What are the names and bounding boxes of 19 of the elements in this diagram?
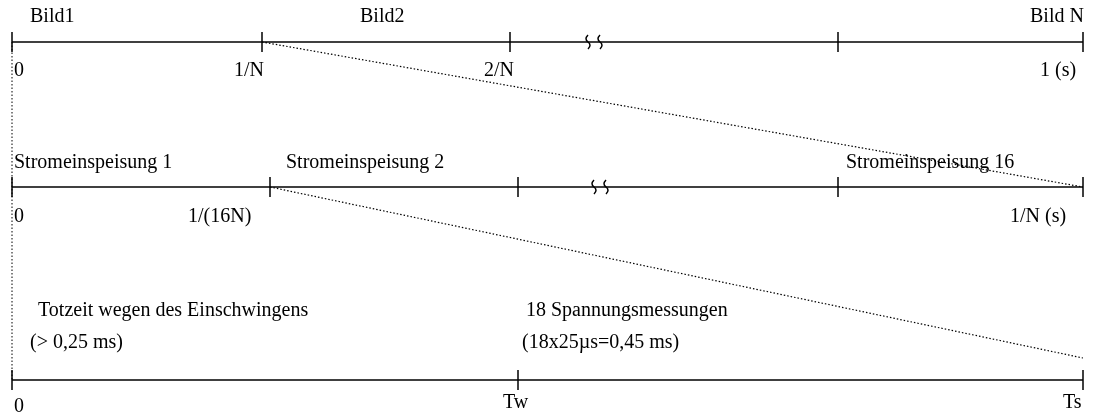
phase-label: Totzeit wegen des Einschwingens bbox=[38, 298, 309, 320]
tick-label: 1/N bbox=[234, 58, 264, 80]
frame-label: Bild1 bbox=[30, 4, 75, 26]
phase-note: (> 0,25 ms) bbox=[30, 330, 123, 352]
tick-label: 0 bbox=[14, 58, 24, 80]
tick-label: 0 bbox=[14, 204, 24, 226]
tick-label: Ts bbox=[1063, 390, 1082, 412]
frame-label: Bild2 bbox=[360, 4, 405, 26]
tick-label: 0 bbox=[14, 394, 24, 416]
frame-label: Bild N bbox=[1030, 4, 1084, 26]
segment-label: Stromeinspeisung 1 bbox=[14, 150, 173, 172]
tick-label: 1/N (s) bbox=[1010, 204, 1067, 226]
tick-label: 2/N bbox=[484, 58, 514, 80]
phase-label: 18 Spannungsmessungen bbox=[526, 298, 728, 320]
segment-label: Stromeinspeisung 2 bbox=[286, 150, 445, 172]
phase-note: (18x25µs=0,45 ms) bbox=[522, 330, 680, 352]
tick-label: 1 (s) bbox=[1040, 58, 1077, 80]
tick-label: Tw bbox=[503, 390, 529, 412]
tick-label: 1/(16N) bbox=[188, 204, 252, 226]
